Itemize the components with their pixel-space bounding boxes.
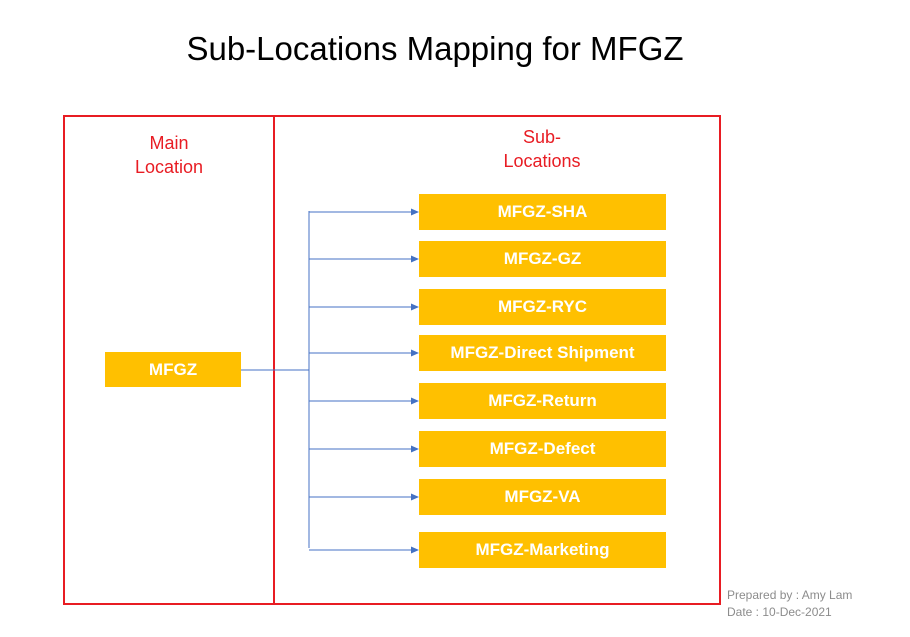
sub-locations-frame	[273, 115, 721, 605]
sub-location-box: MFGZ-Direct Shipment	[419, 335, 666, 371]
sub-location-box: MFGZ-VA	[419, 479, 666, 515]
main-location-heading: Main Location	[63, 131, 275, 179]
sub-location-box: MFGZ-RYC	[419, 289, 666, 325]
branch-arrows	[309, 208, 419, 554]
footer-credits: Prepared by : Amy Lam Date : 10-Dec-2021	[727, 587, 852, 621]
sub-location-box: MFGZ-GZ	[419, 241, 666, 277]
sub-locations-heading-line2: Locations	[503, 151, 581, 171]
sub-locations-heading: Sub- Locations	[486, 125, 598, 173]
page-title: Sub-Locations Mapping for MFGZ	[186, 30, 684, 67]
main-location-heading-line1: Main	[149, 133, 189, 153]
sub-locations-heading-line1: Sub-	[522, 127, 562, 147]
sub-location-box: MFGZ-Defect	[419, 431, 666, 467]
main-location-heading-line2: Location	[134, 157, 204, 177]
prepared-by-text: Prepared by : Amy Lam	[727, 588, 853, 602]
main-location-box: MFGZ	[105, 352, 241, 387]
date-text: Date : 10-Dec-2021	[727, 605, 832, 619]
sub-location-box: MFGZ-Return	[419, 383, 666, 419]
sub-location-box: MFGZ-Marketing	[419, 532, 666, 568]
sub-location-box: MFGZ-SHA	[419, 194, 666, 230]
